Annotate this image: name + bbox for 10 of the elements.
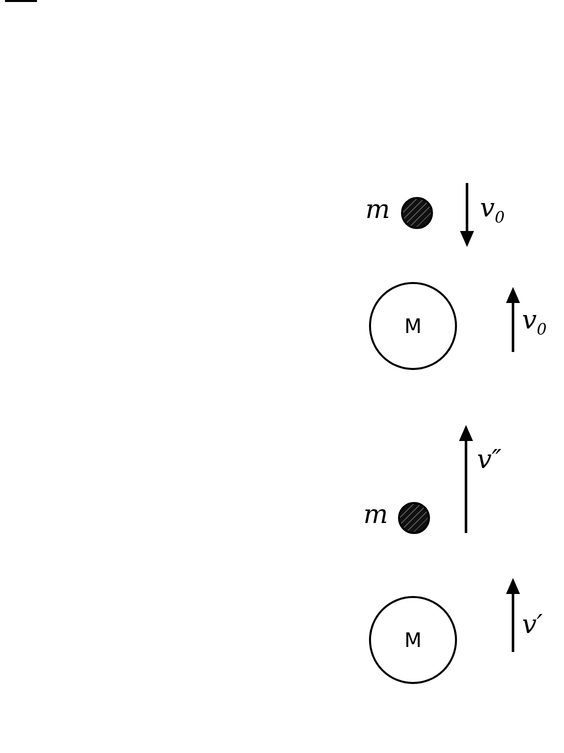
mass-label: M bbox=[404, 314, 422, 338]
mass-ball bbox=[401, 197, 433, 229]
mass-label: m bbox=[365, 195, 390, 225]
mass-label: m bbox=[363, 500, 388, 530]
velocity-label: v$_{0}$ bbox=[522, 305, 547, 339]
velocity-label: v′ bbox=[522, 610, 543, 640]
mass-label: M bbox=[404, 628, 422, 652]
mass-ball bbox=[398, 502, 430, 534]
velocity-label: v″ bbox=[477, 445, 502, 475]
velocity-label: v$_{0}$ bbox=[480, 193, 505, 227]
